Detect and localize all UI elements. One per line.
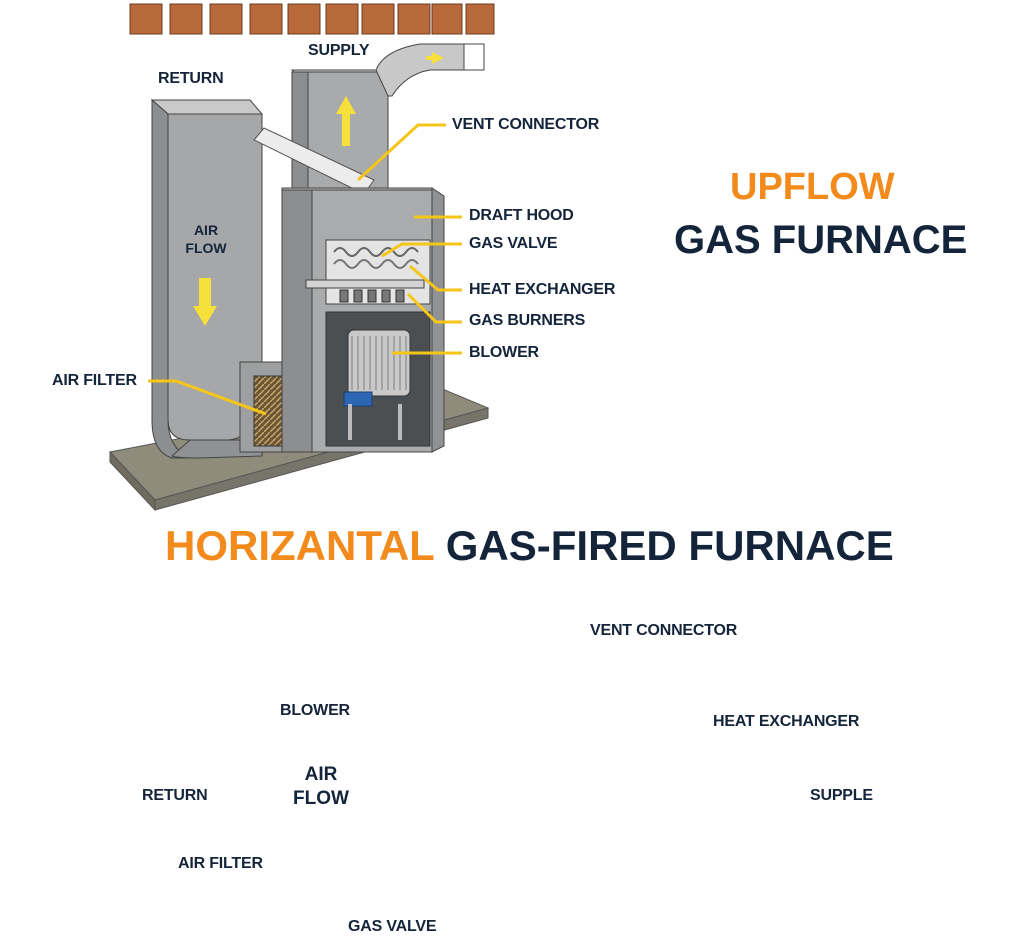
label-blower-upflow: BLOWER [469,344,539,361]
title-horizontal-part1: HORIZANTAL [165,522,435,569]
vent-pipe-upflow [253,127,375,195]
label-air-flow-upflow-1: AIR [193,222,219,238]
label-air-filter-upflow: AIR FILTER [52,372,137,389]
upflow-airflow-arrows [193,52,444,326]
label-gas-valve-upflow: GAS VALVE [469,235,558,252]
label-heat-exchanger-horizontal: HEAT EXCHANGER [713,713,860,730]
label-draft-hood: DRAFT HOOD [469,207,574,224]
title-upflow: UPFLOW [730,166,895,208]
label-supply: SUPPLY [308,42,370,59]
title-horizontal: HORIZANTAL GAS-FIRED FURNACE [165,522,894,570]
label-gas-burners: GAS BURNERS [469,312,586,329]
label-vent-connector-horizontal: VENT CONNECTOR [590,622,738,639]
label-return-upflow: RETURN [158,70,224,87]
label-supple: SUPPLE [810,787,873,804]
upflow-leader-lines [148,123,462,416]
title-gas-furnace: GAS FURNACE [674,218,968,262]
label-return-horizontal: RETURN [142,787,208,804]
label-heat-exchanger-upflow: HEAT EXCHANGER [469,281,616,298]
label-air-flow-horizontal-1: AIR [304,764,338,785]
furnace-cabinet-upflow [281,187,445,453]
label-blower-horizontal: BLOWER [280,702,350,719]
title-horizontal-part2: GAS-FIRED FURNACE [445,522,894,569]
ceiling-joists-top [129,3,495,35]
label-vent-connector-upflow: VENT CONNECTOR [452,116,600,133]
label-gas-valve-horizontal: GAS VALVE [348,918,437,935]
label-air-flow-horizontal-2: FLOW [293,788,349,809]
label-air-flow-upflow-2: FLOW [185,240,227,256]
label-air-filter-horizontal: AIR FILTER [178,855,263,872]
